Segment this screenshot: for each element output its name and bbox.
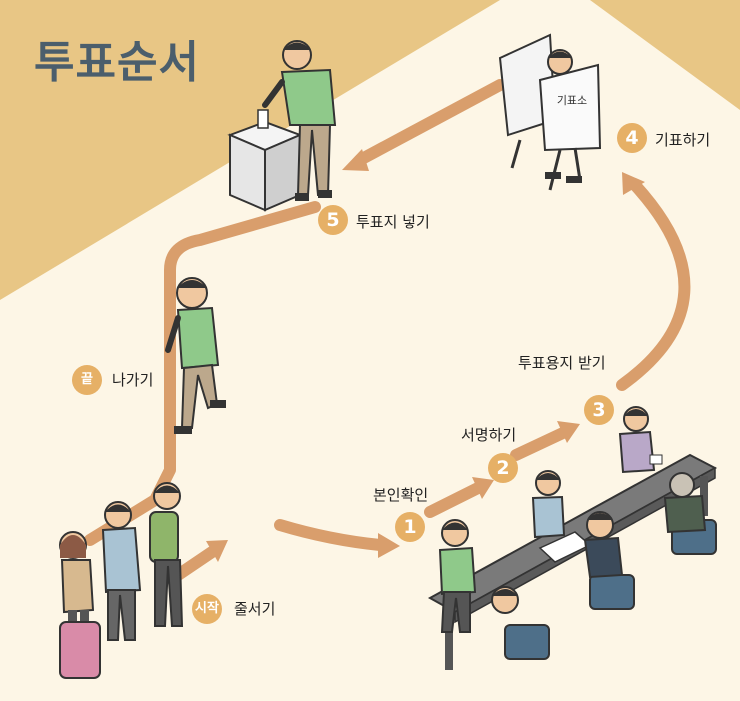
queue-person-man [101,501,142,641]
step-3-label: 투표용지 받기 [518,354,606,372]
step-start-label: 줄서기 [234,600,276,618]
step-2-badge: 2 [488,453,518,483]
official-chair-2 [583,511,635,610]
voting-booth [498,33,602,191]
step-1-label: 본인확인 [373,486,429,504]
arrowhead-step3 [557,421,580,443]
voter-at-desk-1 [438,519,477,633]
queue-person-student [149,482,184,627]
step-5-label: 투표지 넣기 [356,213,430,231]
suitcase [59,621,101,679]
exiting-voter [165,277,226,434]
arrow-to-step5 [354,79,506,166]
backpack [149,511,179,563]
arrow-to-step2 [424,482,484,518]
arrowhead-queue [206,540,228,562]
official-chair-3 [663,472,717,555]
voter-at-desk-3 [618,406,663,474]
step-start-badge: 시작 [192,594,222,624]
step-4-label: 기표하기 [655,131,711,149]
page-title: 투표순서 [34,37,200,88]
official-chair-1 [491,586,550,660]
arrowhead-step4 [622,172,645,195]
arrow-to-step1 [274,519,386,551]
arrow-heads [206,149,645,562]
voter-at-desk-2 [531,470,566,539]
arrow-to-step4 [616,179,691,391]
exit-path [84,201,321,546]
flow-arrows [84,79,691,581]
step-1-badge: 1 [395,512,425,542]
arrow-queue [172,546,218,581]
booth-sign: 기표소 [557,94,587,107]
step-4-badge: 4 [617,123,647,153]
arrowhead-step1 [378,533,400,558]
top-right-band [590,0,740,110]
voter-at-ballot-box [262,40,337,201]
ballot-box [227,109,303,212]
step-3-badge: 3 [584,395,614,425]
step-end-badge: 끝 [72,365,102,395]
arrowhead-step5 [342,149,369,171]
step-2-label: 서명하기 [461,426,517,444]
queue-person-woman [59,531,101,679]
step-end-label: 나가기 [112,371,154,389]
step-5-badge: 5 [318,205,348,235]
arrowhead-step2 [472,477,494,499]
arrow-to-step3 [510,426,571,461]
